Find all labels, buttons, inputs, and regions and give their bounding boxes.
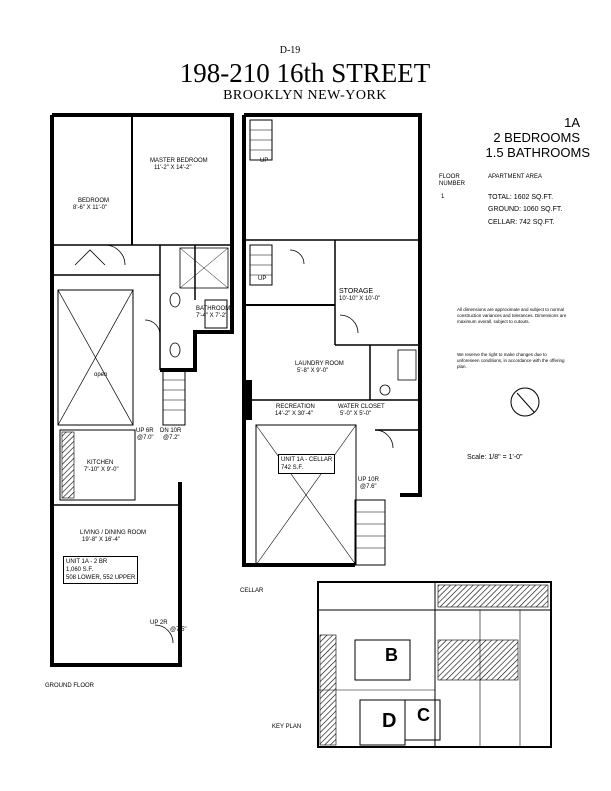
scale-note: Scale: 1/8" = 1'-0" (467, 454, 523, 461)
ground-unit-box: UNIT 1A - 2 BR 1,060 S.F. 508 LOWER, 552… (63, 556, 139, 584)
kitchen-name: KITCHEN (87, 460, 114, 466)
cellar-unit-box-line1: UNIT 1A - CELLAR (281, 457, 333, 463)
cellar-label: CELLAR (240, 588, 264, 594)
bathroom-count: 1.5 BATHROOMS (485, 145, 590, 160)
open-area-label: open (94, 372, 108, 378)
drawing-code: D-19 (279, 45, 301, 56)
stair-up-2r: UP 2R (150, 620, 168, 626)
storage-dim: 10'-10" X 10'-0" (339, 296, 381, 302)
key-plan-unit-b: B (385, 645, 398, 665)
living-room-dim: 19'-8" X 16'-4" (82, 537, 120, 543)
cellar-up-top: UP (260, 158, 269, 164)
bathroom-dim: 7'-4" X 7'-2" (196, 313, 228, 319)
bedroom-dim: 8'-6" X 11'-0" (73, 205, 108, 211)
laundry-name: LAUNDRY ROOM (295, 361, 344, 367)
area-cellar: CELLAR: 742 SQ.FT. (488, 219, 555, 226)
stair-up-6r: UP 6R (136, 428, 154, 434)
bedroom-count: 2 BEDROOMS (493, 130, 580, 145)
area-total: TOTAL: 1602 SQ.FT. (488, 194, 554, 201)
water-closet-dim: 5'-0" X 5'-0" (340, 411, 372, 417)
recreation-name: RECREATION (276, 404, 315, 410)
bathroom-name: BATHROOM (196, 306, 231, 312)
bedroom-name: BEDROOM (78, 198, 110, 204)
disclaimer-note: All dimensions are approximate and subje… (457, 307, 567, 324)
stair-up-10r: UP 10R (358, 477, 379, 483)
storage-name: STORAGE (339, 288, 374, 295)
stair-dn-10r-height: @7.2" (163, 435, 180, 441)
area-label: APARTMENT AREA (488, 174, 543, 180)
unit-number: 1A (564, 115, 580, 130)
key-plan-unit-c: C (417, 705, 430, 725)
north-arrow (510, 387, 540, 417)
key-plan-drawing (317, 581, 552, 748)
recreation-dim: 14'-2" X 30'-4" (275, 411, 313, 417)
cellar-unit-box-line2: 742 S.F. (281, 465, 304, 471)
floor-label-number: NUMBER (439, 181, 466, 187)
reserve-note: We reserve the right to make changes due… (457, 352, 565, 369)
ground-unit-box-line3: 508 LOWER, 552 UPPER (66, 575, 136, 581)
unit-info: 1A 2 BEDROOMS 1.5 BATHROOMS (435, 115, 605, 160)
page-subtitle: BROOKLYN NEW-YORK (223, 88, 387, 103)
ground-unit-box-line2: 1,060 S.F. (66, 567, 94, 573)
living-room-name: LIVING / DINING ROOM (80, 530, 147, 536)
ground-floor-label: GROUND FLOOR (45, 683, 95, 689)
cellar-unit-box: UNIT 1A - CELLAR 742 S.F. (278, 454, 336, 474)
kitchen-dim: 7'-10" X 9'-0" (84, 467, 119, 473)
stair-up-6r-height: @7.0" (137, 435, 154, 441)
water-closet-name: WATER CLOSET (338, 404, 385, 410)
page-title: 198-210 16th STREET (179, 58, 431, 88)
stair-up-2r-height: @7.5" (170, 627, 187, 633)
master-bedroom-dim: 11'-2" X 14'-2" (154, 165, 192, 171)
master-bedroom-name: MASTER BEDROOM (150, 158, 208, 164)
stair-up-10r-height: @7.6" (360, 484, 377, 490)
ground-unit-box-line1: UNIT 1A - 2 BR (66, 559, 108, 565)
cellar-up-mid: UP (258, 276, 267, 282)
key-plan-label: KEY PLAN (272, 724, 302, 730)
floor-number: 1 (441, 194, 445, 200)
area-ground: GROUND: 1060 SQ.FT. (488, 206, 563, 213)
cellar-plan (242, 113, 422, 567)
key-plan-unit-d: D (382, 710, 397, 732)
stair-dn-10r: DN 10R (160, 428, 182, 434)
ground-floor-plan (50, 113, 234, 667)
floor-label: FLOOR (439, 174, 460, 180)
laundry-dim: 5'-8" X 9'-0" (297, 368, 329, 374)
